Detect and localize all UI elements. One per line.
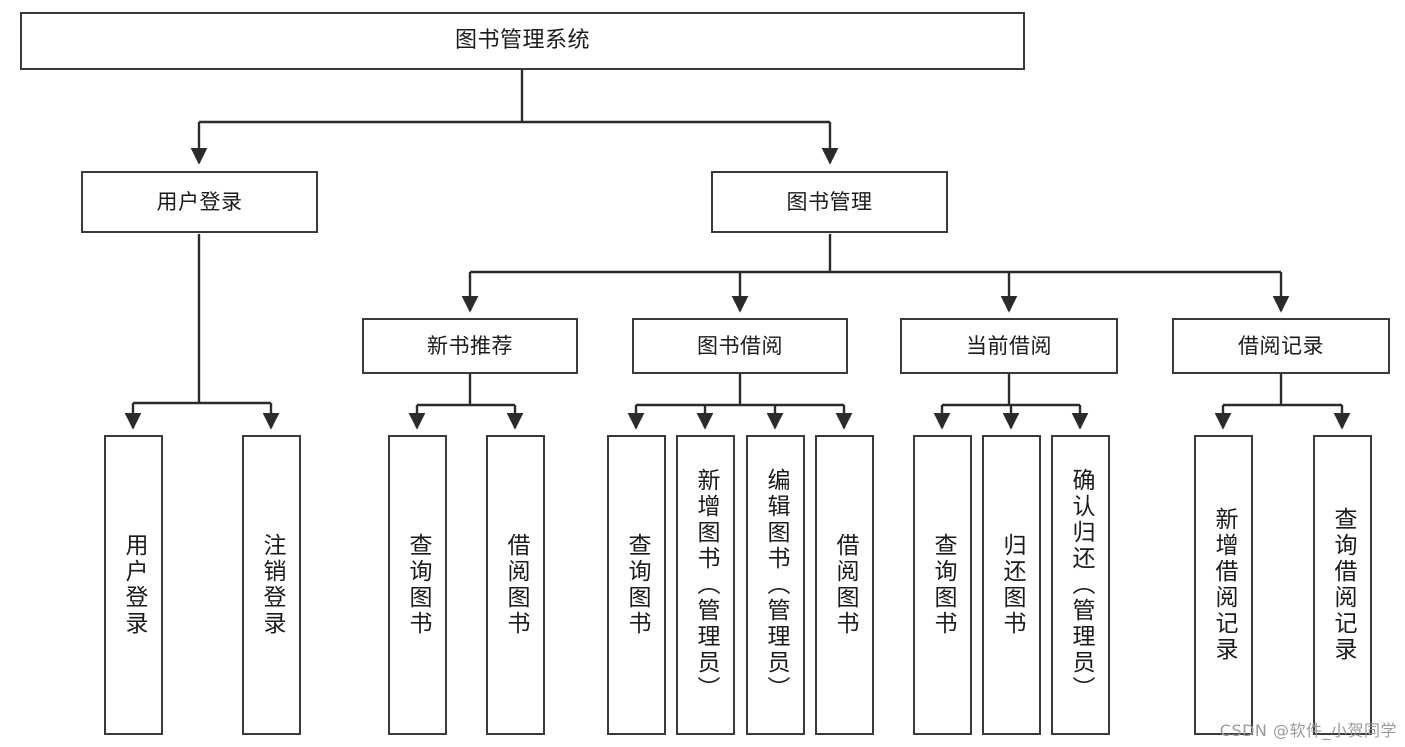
- node-label: 用户登录: [121, 533, 147, 637]
- leaf-borrow-book-recommend[interactable]: 借阅图书: [486, 435, 545, 735]
- edges-currentborrow-to-leaves: [933, 374, 1089, 430]
- node-label: 用户登录: [156, 189, 243, 214]
- edges-bookmgmt-to-level3: [461, 234, 1290, 313]
- leaf-add-book-admin[interactable]: 新增图书（管理员）: [676, 435, 735, 735]
- node-book-borrow[interactable]: 图书借阅: [632, 318, 848, 374]
- leaf-return-book[interactable]: 归还图书: [982, 435, 1041, 735]
- node-label: 查询借阅记录: [1330, 507, 1356, 663]
- node-borrow-record[interactable]: 借阅记录: [1172, 318, 1390, 374]
- node-label: 新增借阅记录: [1211, 507, 1237, 663]
- edges-borrowrecord-to-leaves: [1214, 374, 1351, 430]
- node-root-book-management-system[interactable]: 图书管理系统: [20, 12, 1025, 70]
- node-new-book-recommend[interactable]: 新书推荐: [362, 318, 578, 374]
- leaf-edit-book-admin[interactable]: 编辑图书（管理员）: [746, 435, 805, 735]
- node-label: 查询图书: [624, 533, 650, 637]
- leaf-query-book-recommend[interactable]: 查询图书: [388, 435, 447, 735]
- edges-userlogin-to-leaves: [124, 234, 280, 430]
- node-label: 查询图书: [930, 533, 956, 637]
- edges-root-to-level2: [190, 70, 839, 165]
- node-label: 注销登录: [259, 533, 285, 637]
- node-label: 查询图书: [405, 533, 431, 637]
- leaf-borrow-book[interactable]: 借阅图书: [815, 435, 874, 735]
- node-label: 当前借阅: [966, 333, 1052, 358]
- node-current-borrow[interactable]: 当前借阅: [900, 318, 1118, 374]
- node-label: 借阅记录: [1238, 333, 1324, 358]
- leaf-user-login[interactable]: 用户登录: [104, 435, 163, 735]
- node-label: 新书推荐: [427, 333, 513, 358]
- node-label: 借阅图书: [503, 533, 529, 637]
- node-label: 确认归还（管理员）: [1068, 468, 1094, 702]
- edges-bookborrow-to-leaves: [627, 374, 853, 430]
- leaf-confirm-return-admin[interactable]: 确认归还（管理员）: [1051, 435, 1110, 735]
- leaf-query-borrow-record[interactable]: 查询借阅记录: [1313, 435, 1372, 735]
- csdn-watermark: CSDN @软件_小贺同学: [1219, 721, 1397, 740]
- node-book-management[interactable]: 图书管理: [711, 171, 948, 233]
- leaf-query-book-current[interactable]: 查询图书: [913, 435, 972, 735]
- node-label: 编辑图书（管理员）: [763, 468, 789, 702]
- node-label: 借阅图书: [832, 533, 858, 637]
- node-user-login[interactable]: 用户登录: [81, 171, 318, 233]
- edges-newbook-to-leaves: [408, 374, 524, 430]
- node-label: 图书管理: [786, 189, 873, 214]
- leaf-add-borrow-record[interactable]: 新增借阅记录: [1194, 435, 1253, 735]
- leaf-user-logout[interactable]: 注销登录: [242, 435, 301, 735]
- node-label: 图书管理系统: [454, 28, 590, 54]
- leaf-query-book-borrow[interactable]: 查询图书: [607, 435, 666, 735]
- node-label: 归还图书: [999, 533, 1025, 637]
- node-label: 图书借阅: [697, 333, 783, 358]
- node-label: 新增图书（管理员）: [693, 468, 719, 702]
